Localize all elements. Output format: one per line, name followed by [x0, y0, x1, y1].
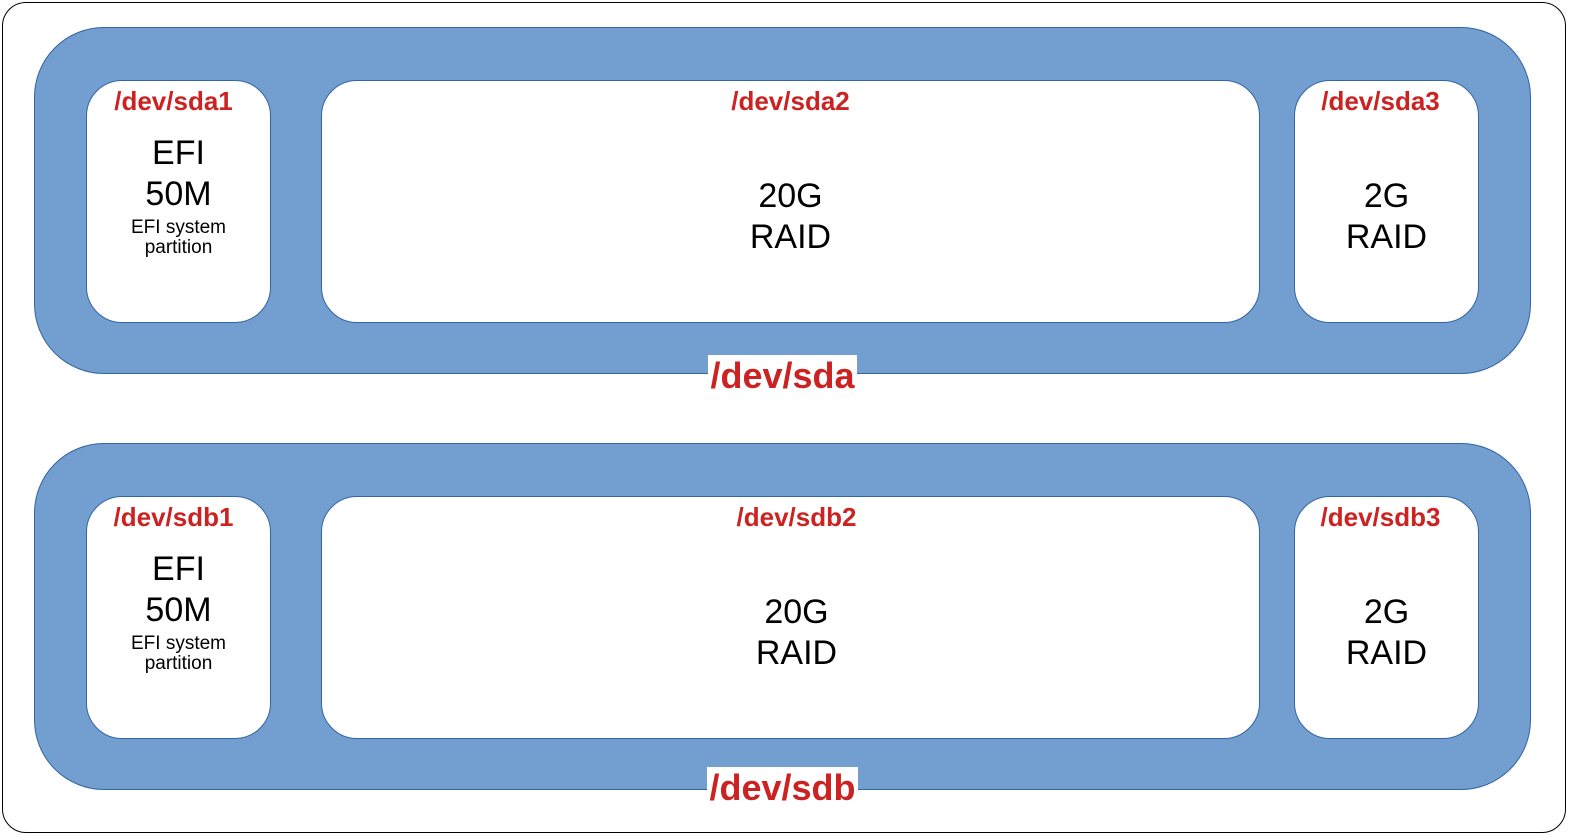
partition-size: 2G [1363, 177, 1410, 215]
partition-name: /dev/sdb1 [113, 502, 234, 532]
partition-type: RAID [749, 218, 832, 256]
partition-type: RAID [1345, 634, 1428, 672]
partition-details: EFI 50M EFI system partition [87, 133, 270, 258]
disk-sda: /dev/sda1 EFI 50M EFI system partition /… [34, 27, 1531, 396]
partition-details: 2G RAID [1295, 176, 1478, 258]
partition-size: 50M [145, 591, 212, 629]
partition-name: /dev/sda2 [731, 86, 850, 116]
partition-type: RAID [755, 634, 838, 672]
partition-name: /dev/sda1 [114, 86, 233, 116]
partition-type: RAID [1345, 218, 1428, 256]
partition-details: 20G RAID [328, 592, 1265, 674]
partition-name: /dev/sda3 [1321, 86, 1440, 116]
partition-note: EFI system partition [130, 633, 226, 674]
partition-size: 20G [758, 177, 823, 215]
partition-size: 20G [764, 593, 829, 631]
partition-type: EFI [152, 134, 205, 172]
partition-size: 2G [1363, 593, 1410, 631]
partition-sdb3: /dev/sdb3 2G RAID [1294, 496, 1479, 739]
partition-type: EFI [152, 550, 205, 588]
partition-details: 20G RAID [322, 176, 1259, 258]
partition-sdb1: /dev/sdb1 EFI 50M EFI system partition [86, 496, 271, 739]
partition-sda2: /dev/sda2 20G RAID [321, 80, 1260, 323]
partition-sda3: /dev/sda3 2G RAID [1294, 80, 1479, 323]
partition-sdb2: /dev/sdb2 20G RAID [321, 496, 1260, 739]
disk-label: /dev/sda [708, 355, 857, 396]
partition-name: /dev/sdb3 [1320, 502, 1441, 532]
partition-name: /dev/sdb2 [736, 502, 857, 532]
partition-details: 2G RAID [1295, 592, 1478, 674]
partition-size: 50M [145, 175, 212, 213]
disk-sdb: /dev/sdb1 EFI 50M EFI system partition /… [34, 443, 1531, 808]
partition-sda1: /dev/sda1 EFI 50M EFI system partition [86, 80, 271, 323]
partition-details: EFI 50M EFI system partition [87, 549, 270, 674]
partition-note: EFI system partition [130, 217, 226, 258]
disk-label: /dev/sdb [707, 767, 858, 808]
